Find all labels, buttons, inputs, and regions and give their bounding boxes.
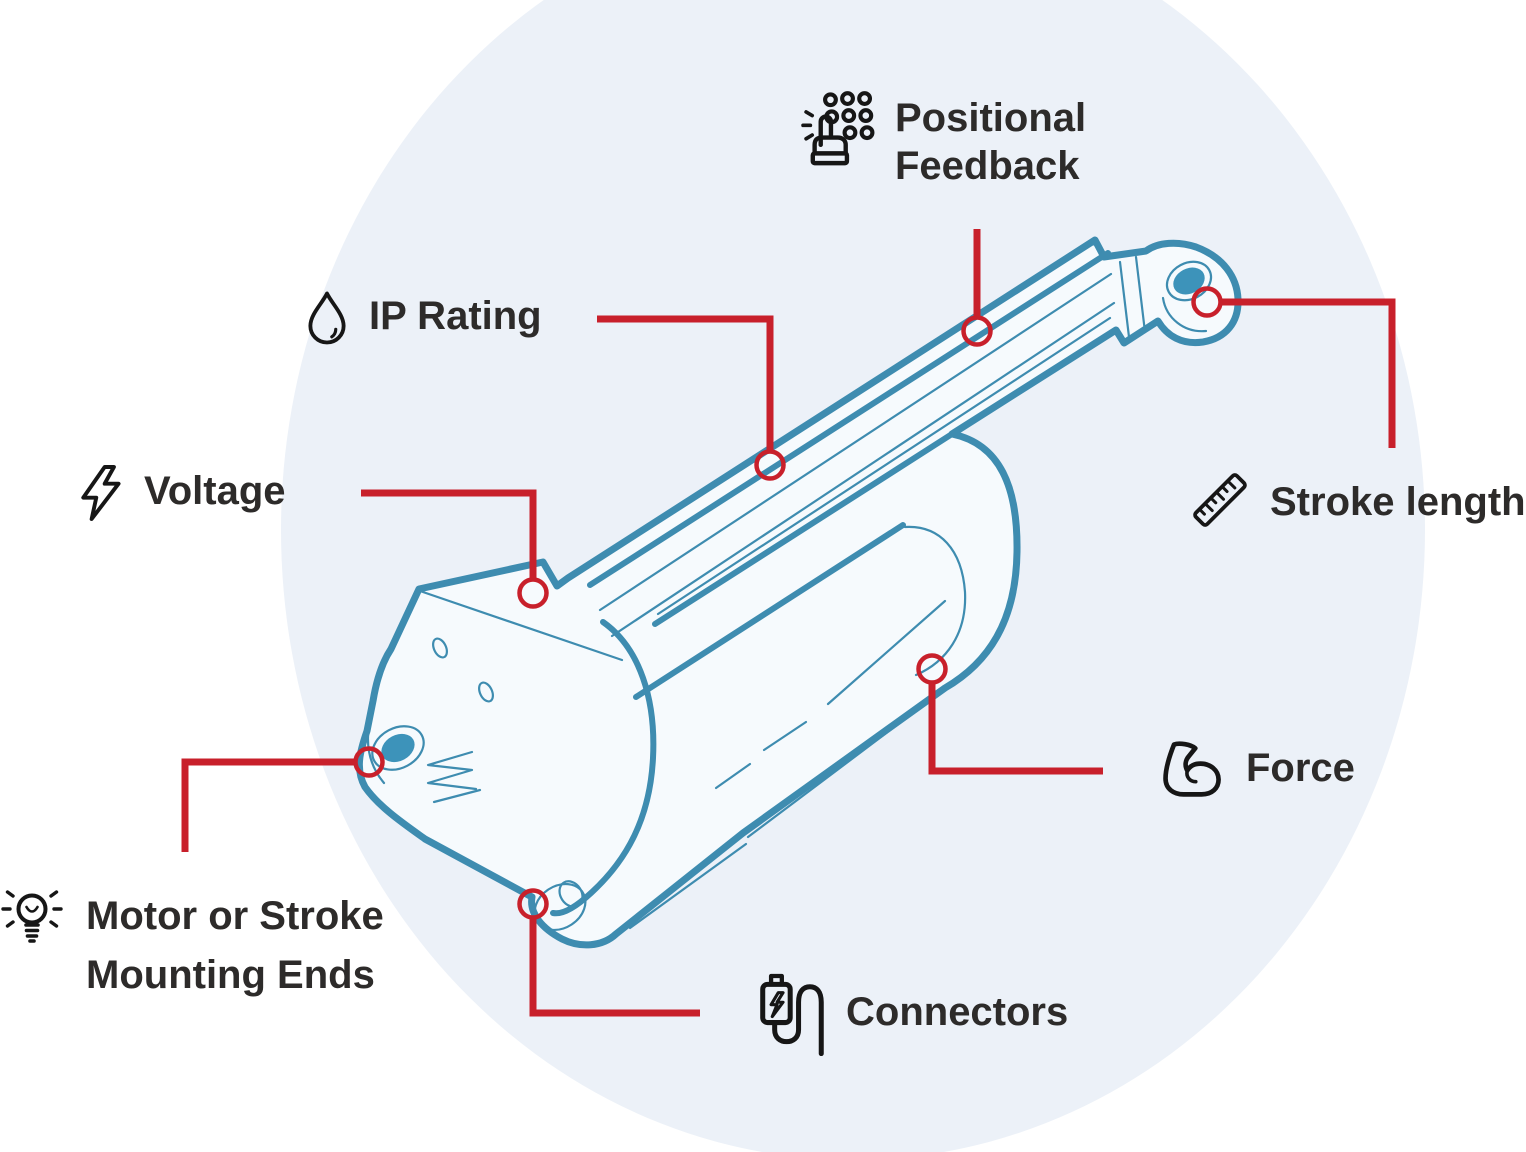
tube-bottom-edge [652, 431, 955, 627]
callout-motor-mounting-ends: Motor or Stroke Mounting Ends [0, 884, 384, 1005]
callout-ip-rating: IP Rating [299, 287, 542, 349]
rod-mount-hole [1173, 267, 1205, 295]
end-cap-inner [558, 880, 584, 908]
actuator-illustration [355, 236, 1242, 949]
label-positional-feedback-line2: Feedback [895, 144, 1080, 188]
callout-stroke-length: Stroke length [1188, 468, 1526, 532]
rod-mount-hole-rim [1165, 260, 1213, 302]
tube-top-ridge [587, 250, 1111, 588]
front-mount-hole [381, 733, 415, 763]
lightning-bolt-icon [81, 465, 121, 521]
label-mounting-line2: Mounting Ends [86, 953, 375, 997]
rod-ring-1 [1118, 260, 1131, 339]
leader-force [928, 683, 1103, 775]
callout-positional-feedback: Positional Feedback [800, 88, 1086, 190]
housing-top-face-edge [418, 589, 624, 662]
label-ip-rating: IP Rating [369, 294, 542, 338]
water-drop-icon [308, 291, 346, 345]
tube-rib-1 [598, 272, 1113, 612]
usb-cable-icon [760, 973, 824, 1056]
housing-round-band [550, 619, 657, 917]
label-mounting-line1: Motor or Stroke [86, 894, 384, 938]
housing-bottom-inner [628, 842, 748, 930]
motor-slot-dash-1 [762, 720, 808, 752]
housing-zigzag-marks [426, 750, 482, 804]
lightbulb-icon [1, 890, 63, 943]
marker-mounting-ends [353, 746, 385, 778]
leader-stroke-length [1221, 298, 1396, 448]
marker-force [916, 653, 948, 685]
callout-force: Force [1156, 738, 1355, 802]
marker-connectors [517, 888, 549, 920]
label-force: Force [1246, 746, 1355, 790]
rod-clevis-inner-arc [1161, 296, 1208, 333]
front-clevis-inner-curve [366, 710, 386, 785]
label-positional-feedback-line1: Positional [895, 96, 1087, 140]
marker-positional-feedback [961, 315, 993, 347]
motor-top-edge [633, 522, 906, 700]
motor-slot-dash-2 [714, 762, 752, 790]
label-stroke-length: Stroke length [1270, 480, 1526, 524]
marker-ip-rating [754, 449, 786, 481]
callout-voltage: Voltage [74, 462, 286, 524]
marker-voltage [517, 577, 549, 609]
leader-markers [353, 286, 1223, 920]
callout-connectors: Connectors [752, 970, 1068, 1056]
motor-bottom-inner [746, 696, 935, 839]
label-connectors: Connectors [846, 990, 1069, 1034]
bicep-icon [1163, 741, 1221, 797]
housing-screw-boss-1 [432, 637, 448, 659]
tube-rib-3 [656, 316, 1112, 616]
marker-stroke-length [1191, 286, 1223, 318]
hand-keypad-icon [801, 91, 875, 166]
label-voltage: Voltage [144, 469, 286, 513]
tube-rib-2 [610, 301, 1116, 638]
leader-voltage [361, 489, 537, 579]
leader-mounting-ends [181, 758, 355, 852]
housing-screw-boss-2 [478, 681, 494, 703]
motor-slot-line [826, 599, 947, 706]
front-mount-hole-rim [371, 725, 425, 771]
leader-lines [181, 229, 1396, 1017]
leader-ip-rating [597, 315, 774, 451]
ruler-icon [1193, 473, 1247, 527]
rod-ring-2 [1134, 255, 1147, 334]
leader-connectors [529, 918, 700, 1017]
